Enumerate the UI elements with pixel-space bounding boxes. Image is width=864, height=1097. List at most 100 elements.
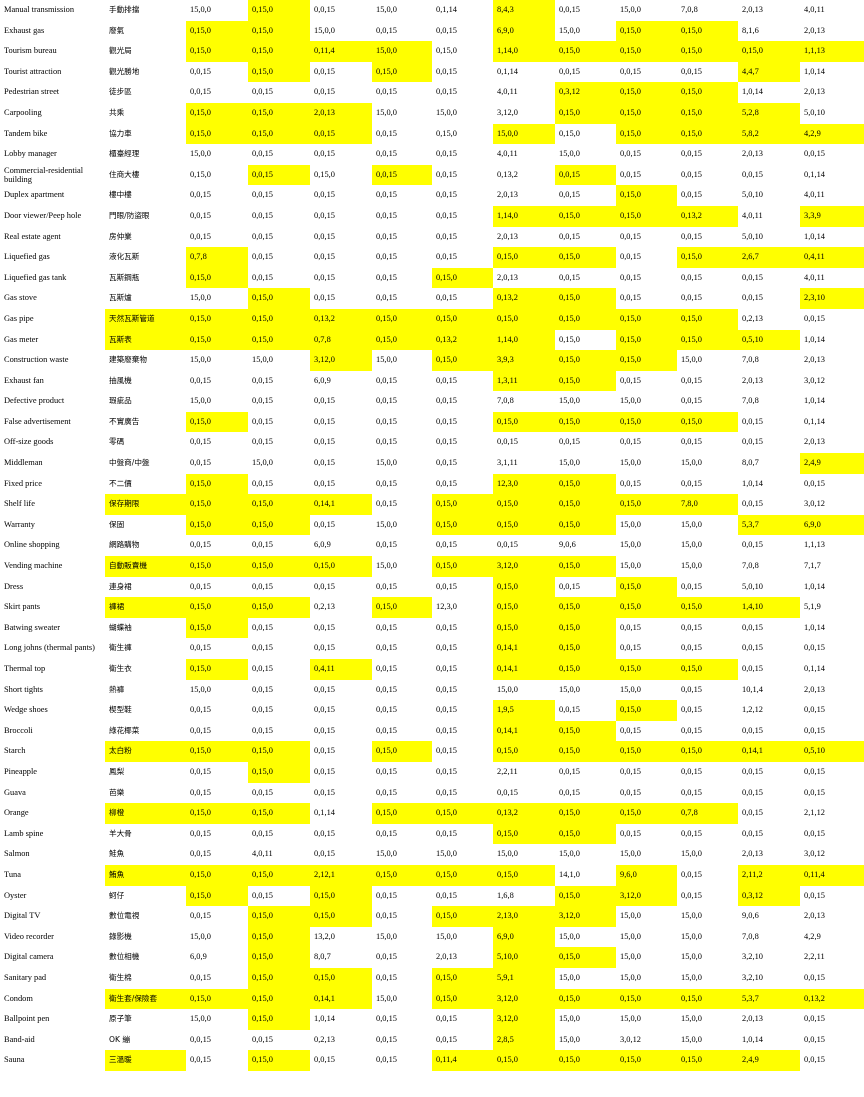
english-term: Band-aid [4, 1034, 35, 1044]
value-cell: 3,12,0 [497, 107, 518, 117]
value-cell: 15,0,0 [314, 25, 335, 35]
value-cell: 0,15,0 [248, 329, 310, 351]
value-cell: 0,0,15 [436, 231, 457, 241]
value-cell: 15,0,0 [620, 458, 641, 468]
value-cell: 0,0,15 [252, 828, 273, 838]
value-cell: 0,0,15 [681, 293, 702, 303]
value-cell: 2,11,2 [738, 864, 800, 886]
value-cell: 15,0,0 [252, 355, 273, 365]
value-cell: 0,0,15 [376, 210, 397, 220]
value-cell: 7,0,8 [742, 561, 759, 571]
value-cell: 0,0,15 [436, 210, 457, 220]
value-cell: 0,15,0 [248, 556, 310, 577]
english-term: Construction waste [4, 355, 69, 365]
chinese-term: 樓中樓 [109, 190, 132, 200]
value-cell: 0,0,15 [681, 643, 702, 653]
value-cell: 0,15,0 [436, 128, 457, 138]
value-cell: 0,7,8 [186, 247, 248, 268]
value-cell: 15,0,0 [559, 1014, 580, 1024]
value-cell: 5,0,10 [742, 190, 763, 200]
chinese-term: 協力車 [109, 128, 132, 138]
chinese-term: 鮭魚 [109, 849, 125, 859]
value-cell: 0,15,0 [248, 988, 310, 1010]
value-cell: 0,0,15 [804, 705, 825, 715]
value-cell: 5,9,1 [493, 967, 555, 989]
value-cell: 0,0,15 [376, 25, 397, 35]
chinese-term: 芭樂 [109, 787, 125, 797]
value-cell: 0,13,2 [493, 288, 555, 309]
value-cell: 8,0,7 [742, 458, 759, 468]
value-cell: 0,15,0 [248, 597, 310, 618]
value-cell: 4,2,9 [800, 123, 864, 145]
value-cell: 2,0,13 [804, 911, 825, 921]
english-term: Thermal top [4, 664, 46, 673]
value-cell: 0,15,0 [738, 41, 800, 62]
value-cell: 0,15,0 [677, 41, 738, 62]
value-cell: 15,0,0 [681, 849, 702, 859]
value-cell: 0,0,15 [314, 149, 335, 159]
chinese-term: 瑕疵品 [109, 396, 132, 406]
value-cell: 0,0,15 [436, 437, 457, 447]
chinese-term: 保存期限 [105, 494, 186, 515]
value-cell: 0,0,15 [559, 272, 580, 282]
value-cell: 0,0,15 [804, 972, 825, 982]
value-cell: 0,0,15 [252, 149, 273, 159]
value-cell: 15,0,0 [497, 849, 518, 859]
english-term: Duplex apartment [4, 190, 65, 200]
value-cell: 0,15,0 [493, 576, 555, 598]
value-cell: 0,0,15 [376, 787, 397, 797]
value-cell: 15,0,0 [497, 684, 518, 694]
value-cell: 0,0,15 [681, 890, 702, 900]
value-cell: 0,0,15 [252, 478, 273, 488]
value-cell: 0,15,0 [432, 967, 493, 989]
value-cell: 0,0,15 [314, 705, 335, 715]
value-cell: 0,0,15 [252, 272, 273, 282]
english-term: Pineapple [4, 766, 38, 776]
value-cell: 0,15,0 [555, 370, 616, 392]
value-cell: 3,0,12 [804, 375, 825, 385]
english-term: Warranty [4, 519, 35, 529]
value-cell: 0,15,0 [616, 494, 677, 515]
value-cell: 15,0,0 [559, 25, 580, 35]
value-cell: 0,15,0 [555, 720, 616, 742]
value-cell: 4,2,9 [804, 931, 821, 941]
value-cell: 0,0,15 [681, 828, 702, 838]
value-cell: 0,15,0 [248, 741, 310, 762]
value-cell: 0,15,0 [186, 102, 248, 124]
english-term: Sauna [4, 1055, 25, 1065]
value-cell: 15,0,0 [436, 931, 457, 941]
value-cell: 6,0,9 [314, 540, 331, 550]
value-cell: 0,15,0 [677, 741, 738, 762]
chinese-term: 觀光勝地 [109, 66, 140, 76]
value-cell: 0,0,15 [620, 437, 641, 447]
value-cell: 8,4,3 [493, 0, 555, 21]
value-cell: 0,0,15 [742, 272, 763, 282]
value-cell: 0,15,0 [372, 741, 432, 762]
value-cell: 0,0,15 [376, 684, 397, 694]
value-cell: 0,15,0 [555, 514, 616, 536]
value-cell: 7,8,0 [677, 494, 738, 515]
value-cell: 0,15,0 [186, 741, 248, 762]
value-cell: 15,0,0 [681, 561, 702, 571]
value-cell: 0,0,15 [314, 787, 335, 797]
value-cell: 0,15,0 [186, 864, 248, 886]
value-cell: 0,0,15 [190, 787, 211, 797]
value-cell: 0,15,0 [186, 41, 248, 62]
value-cell: 15,0,0 [190, 396, 211, 406]
value-cell: 15,0,0 [559, 149, 580, 159]
value-cell: 0,15,0 [555, 1050, 616, 1071]
english-term: Short tights [4, 684, 43, 694]
english-term: Tourism bureau [4, 46, 57, 56]
value-cell: 0,15,0 [432, 864, 493, 886]
value-cell: 0,0,15 [620, 725, 641, 735]
value-cell: 0,0,15 [559, 190, 580, 200]
value-cell: 15,0,0 [376, 993, 397, 1003]
english-term: Digital TV [4, 911, 41, 921]
